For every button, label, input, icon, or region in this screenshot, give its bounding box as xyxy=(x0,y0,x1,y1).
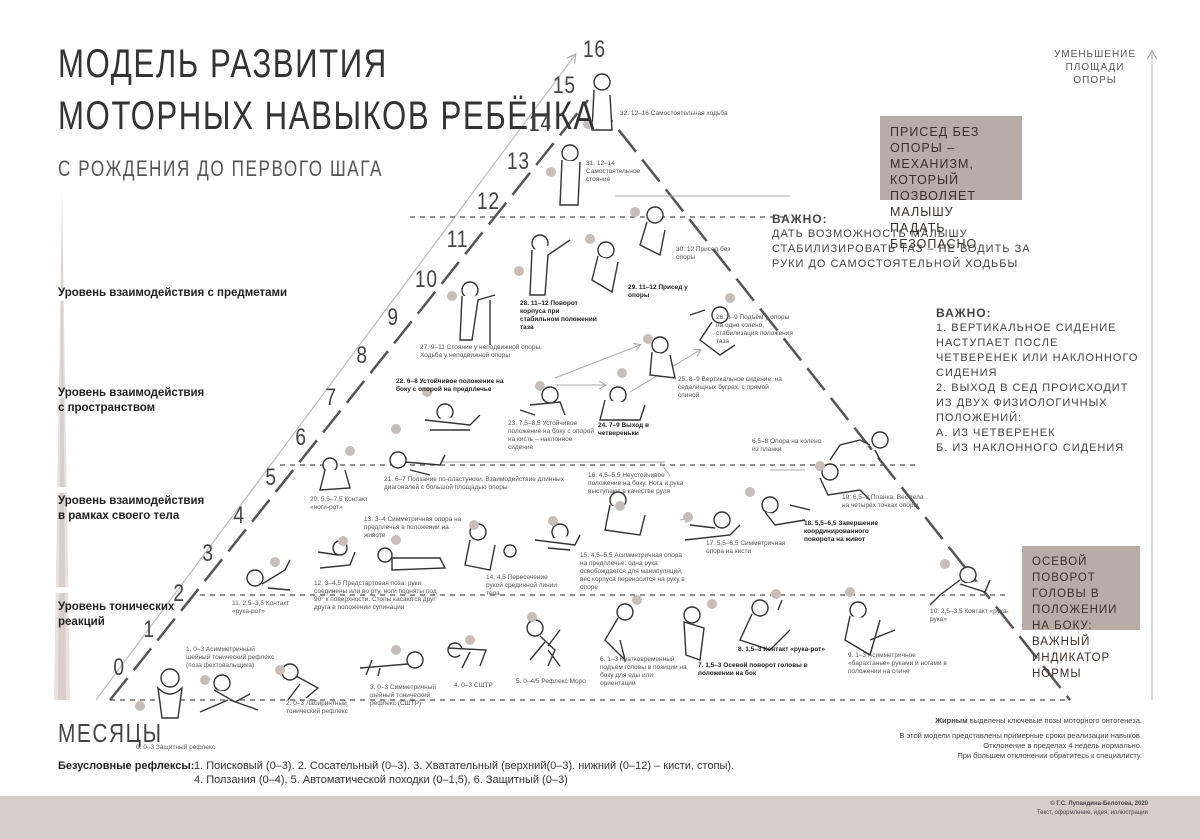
reflexes-label: Безусловные рефлексы: xyxy=(58,760,194,772)
caption-pose-18-text: 18. 5,5–6,5 Завершение координированного… xyxy=(804,520,878,543)
page-subtitle: С РОЖДЕНИЯ ДО ПЕРВОГО ШАГА xyxy=(58,156,383,182)
caption-pose-17: 17. 5,5–6,5 Симметричная опора на кисти xyxy=(706,540,786,556)
caption-pose-28: 28. 11–12 Поворот корпуса при стабильном… xyxy=(520,300,600,332)
important-note-2-line: 1. ВЕРТИКАЛЬНОЕ СИДЕНИЕ НАСТУПАЕТ ПОСЛЕ xyxy=(936,321,1146,351)
caption-pose-7: 7. 1,5–3 Осевой поворот головы в положен… xyxy=(698,662,808,678)
caption-pose-29: 29. 11–12 Присед у опоры xyxy=(628,284,688,300)
caption-pose-31: 31. 12–14 Самостоятельное стояние xyxy=(586,160,646,184)
caption-pose-6: 6. 1–3 Кратковременный подъём головы в п… xyxy=(600,656,690,688)
caption-pose-10: 10. 2,5–3,5 Контакт «рука-рука» xyxy=(930,608,1010,624)
caption-pose-27: 27. 9–11 Стояние у неподвижной опоры. Хо… xyxy=(420,344,550,360)
page-title-line2: МОТОРНЫХ НАВЫКОВ РЕБЁНКА xyxy=(58,94,596,139)
legend-line-1-text: выделены ключевые позы моторного онтоген… xyxy=(968,716,1142,725)
month-9: 9 xyxy=(387,304,398,332)
important-note-2-line: ЧЕТВЕРЕНЕК ИЛИ НАКЛОННОГО СИДЕНИЯ xyxy=(936,351,1146,381)
caption-pose-7-text: 7. 1,5–3 Осевой поворот головы в положен… xyxy=(698,662,808,677)
month-11: 11 xyxy=(447,226,469,254)
important-note-1-title: ВАЖНО: xyxy=(772,212,1042,227)
caption-pose-19: 19. 6,5–8 Планка. Вес тела на четырёх то… xyxy=(842,494,932,510)
important-note-1-text: ДАТЬ ВОЗМОЖНОСТЬ МАЛЫШУ СТАБИЛИЗИРОВАТЬ … xyxy=(772,227,1042,272)
month-7: 7 xyxy=(325,384,336,412)
important-note-2-line: ИЗ ДВУХ ФИЗИОЛОГИЧНЫХ ПОЛОЖЕНИЙ: xyxy=(936,396,1146,426)
caption-pose-8-text: 8. 1,5–3 Контакт «рука-рот» xyxy=(738,646,825,653)
copyright-line-2: Текст, оформление, идея, иллюстрации xyxy=(1037,809,1148,818)
caption-pose-4: 4. 0–3 СШТР xyxy=(454,682,504,690)
caption-pose-9: 9. 1–3 Асимметричное «барахтанье» руками… xyxy=(848,652,948,676)
month-16: 16 xyxy=(583,36,606,64)
caption-pose-20: 20. 5,5–7,5 Контакт «ноги-рот» xyxy=(310,496,380,512)
caption-pose-1: 1. 0–3 Асимметричный шейный тонический р… xyxy=(186,646,276,670)
caption-pose-8: 8. 1,5–3 Контакт «рука-рот» xyxy=(738,646,838,654)
caption-pose-23: 23. 7,5–8,5 Устойчивое положение на боку… xyxy=(508,420,598,452)
caption-pose-22-text: 22. 6–8 Устойчивое положение на боку с о… xyxy=(396,378,504,393)
caption-pose-18: 18. 5,5–6,5 Завершение координированного… xyxy=(804,520,894,544)
caption-pose-24-text: 24. 7–9 Выход в четвереньки xyxy=(598,422,649,437)
important-note-2-line: Б. ИЗ НАКЛОННОГО СИДЕНИЯ xyxy=(936,441,1146,456)
level-objects: Уровень взаимодействия с предметами xyxy=(58,286,288,301)
month-1: 1 xyxy=(143,616,154,644)
important-note-2: ВАЖНО: 1. ВЕРТИКАЛЬНОЕ СИДЕНИЕ НАСТУПАЕТ… xyxy=(936,306,1146,456)
reflexes-line-1: 1. Поисковый (0–3). 2. Сосательный (0–3)… xyxy=(194,760,734,772)
legend-bold-word: Жирным xyxy=(935,716,967,725)
caption-pose-3: 3. 0–3 Симметричный шейный тонический ре… xyxy=(370,684,450,708)
caption-pose-24: 24. 7–9 Выход в четвереньки xyxy=(598,422,688,438)
reflexes-line-2: 4. Ползания (0–4), 5. Автоматической пох… xyxy=(194,774,568,786)
caption-pose-16: 16. 4,5–5,5 Неустойчивое положение на бо… xyxy=(588,472,698,496)
month-15: 15 xyxy=(553,72,576,100)
support-arrow-label: УМЕНЬШЕНИЕ ПЛОЩАДИ ОПОРЫ xyxy=(1050,48,1140,87)
month-3: 3 xyxy=(202,540,213,568)
caption-pose-5: 5. 0–4/5 Рефлекс Моро xyxy=(516,678,596,686)
legend-line-1: Жирным выделены ключевые позы моторного … xyxy=(882,716,1142,726)
caption-pose-28-text: 28. 11–12 Поворот корпуса при стабильном… xyxy=(520,300,597,331)
copyright: © Г.С. Лупандина-Белотова, 2020 Текст, о… xyxy=(1037,800,1148,818)
important-note-2-title: ВАЖНО: xyxy=(936,306,1146,321)
note-box-squat: ПРИСЕД БЕЗ ОПОРЫ – МЕХАНИЗМ, КОТОРЫЙ ПОЗ… xyxy=(880,116,1022,200)
pose-badges xyxy=(135,119,950,711)
level-tonic: Уровень тонических реакций xyxy=(58,600,178,630)
month-10: 10 xyxy=(415,266,438,294)
month-4: 4 xyxy=(233,502,244,530)
copyright-line-1: © Г.С. Лупандина-Белотова, 2020 xyxy=(1037,800,1148,809)
caption-pose-11: 11. 2,5–3,5 Контакт «рука-рот» xyxy=(232,600,302,616)
months-label: МЕСЯЦЫ xyxy=(58,718,163,749)
caption-pose-25: 25. 8–9 Вертикальное сидение: на седалищ… xyxy=(678,376,788,400)
caption-pose-26: 26. 8–9 Подъём у опоры на одно колено, с… xyxy=(716,314,796,346)
caption-pose-12-text: 12. 3–4,5 Предстартовая поза: руки соеди… xyxy=(314,580,437,611)
month-0: 0 xyxy=(113,654,124,682)
caption-pose-19b: 6,5–8 Опора на колено из планки xyxy=(752,438,822,454)
caption-pose-12: 12. 3–4,5 Предстартовая поза: руки соеди… xyxy=(314,580,444,612)
caption-pose-14: 14. 4,5 Пересечение рукой срединной лини… xyxy=(486,574,566,598)
important-note-2-line: А. ИЗ ЧЕТВЕРЕНЕК xyxy=(936,426,1146,441)
month-2: 2 xyxy=(173,580,184,608)
month-12: 12 xyxy=(477,188,500,216)
footer-band xyxy=(0,796,1200,839)
legend-line-3: Отклонение в пределах 4 недель нормально… xyxy=(882,741,1142,751)
note-box-axial-turn: ОСЕВОЙ ПОВОРОТ ГОЛОВЫ В ПОЛОЖЕНИИ НА БОК… xyxy=(1022,546,1140,630)
important-note-1: ВАЖНО: ДАТЬ ВОЗМОЖНОСТЬ МАЛЫШУ СТАБИЛИЗИ… xyxy=(772,212,1042,272)
legend-note: Жирным выделены ключевые позы моторного … xyxy=(882,716,1142,761)
important-note-2-line: 2. ВЫХОД В СЕД ПРОИСХОДИТ xyxy=(936,381,1146,396)
caption-pose-21: 21. 6–7 Ползание по-пластунски. Взаимоде… xyxy=(384,476,564,492)
month-6: 6 xyxy=(295,424,306,452)
caption-pose-13: 13. 3–4 Симметричная опора на предплечья… xyxy=(364,516,464,540)
caption-pose-30: 30. 12 Присед без опоры xyxy=(676,246,736,262)
month-5: 5 xyxy=(265,464,276,492)
level-body: Уровень взаимодействия в рамках своего т… xyxy=(58,494,208,524)
level-space: Уровень взаимодействия с пространством xyxy=(58,386,208,416)
legend-line-2: В этой модели представлены примерные сро… xyxy=(882,731,1142,741)
page-title-line1: МОДЕЛЬ РАЗВИТИЯ xyxy=(58,42,388,87)
caption-pose-22: 22. 6–8 Устойчивое положение на боку с о… xyxy=(396,378,506,394)
month-13: 13 xyxy=(507,148,530,176)
caption-pose-29-text: 29. 11–12 Присед у опоры xyxy=(628,284,688,299)
caption-pose-32: 32. 12–16 Самостоятельная ходьба xyxy=(620,110,760,118)
month-8: 8 xyxy=(356,342,367,370)
legend-line-4: При большем отклонении обратитесь к спец… xyxy=(882,751,1142,761)
caption-pose-2: 2. 0–3 Лабиринтный тонический рефлекс xyxy=(286,700,356,716)
caption-pose-15: 15. 4,5–5,5 Асимметричная опора на предп… xyxy=(580,552,690,592)
month-14: 14 xyxy=(529,110,552,138)
